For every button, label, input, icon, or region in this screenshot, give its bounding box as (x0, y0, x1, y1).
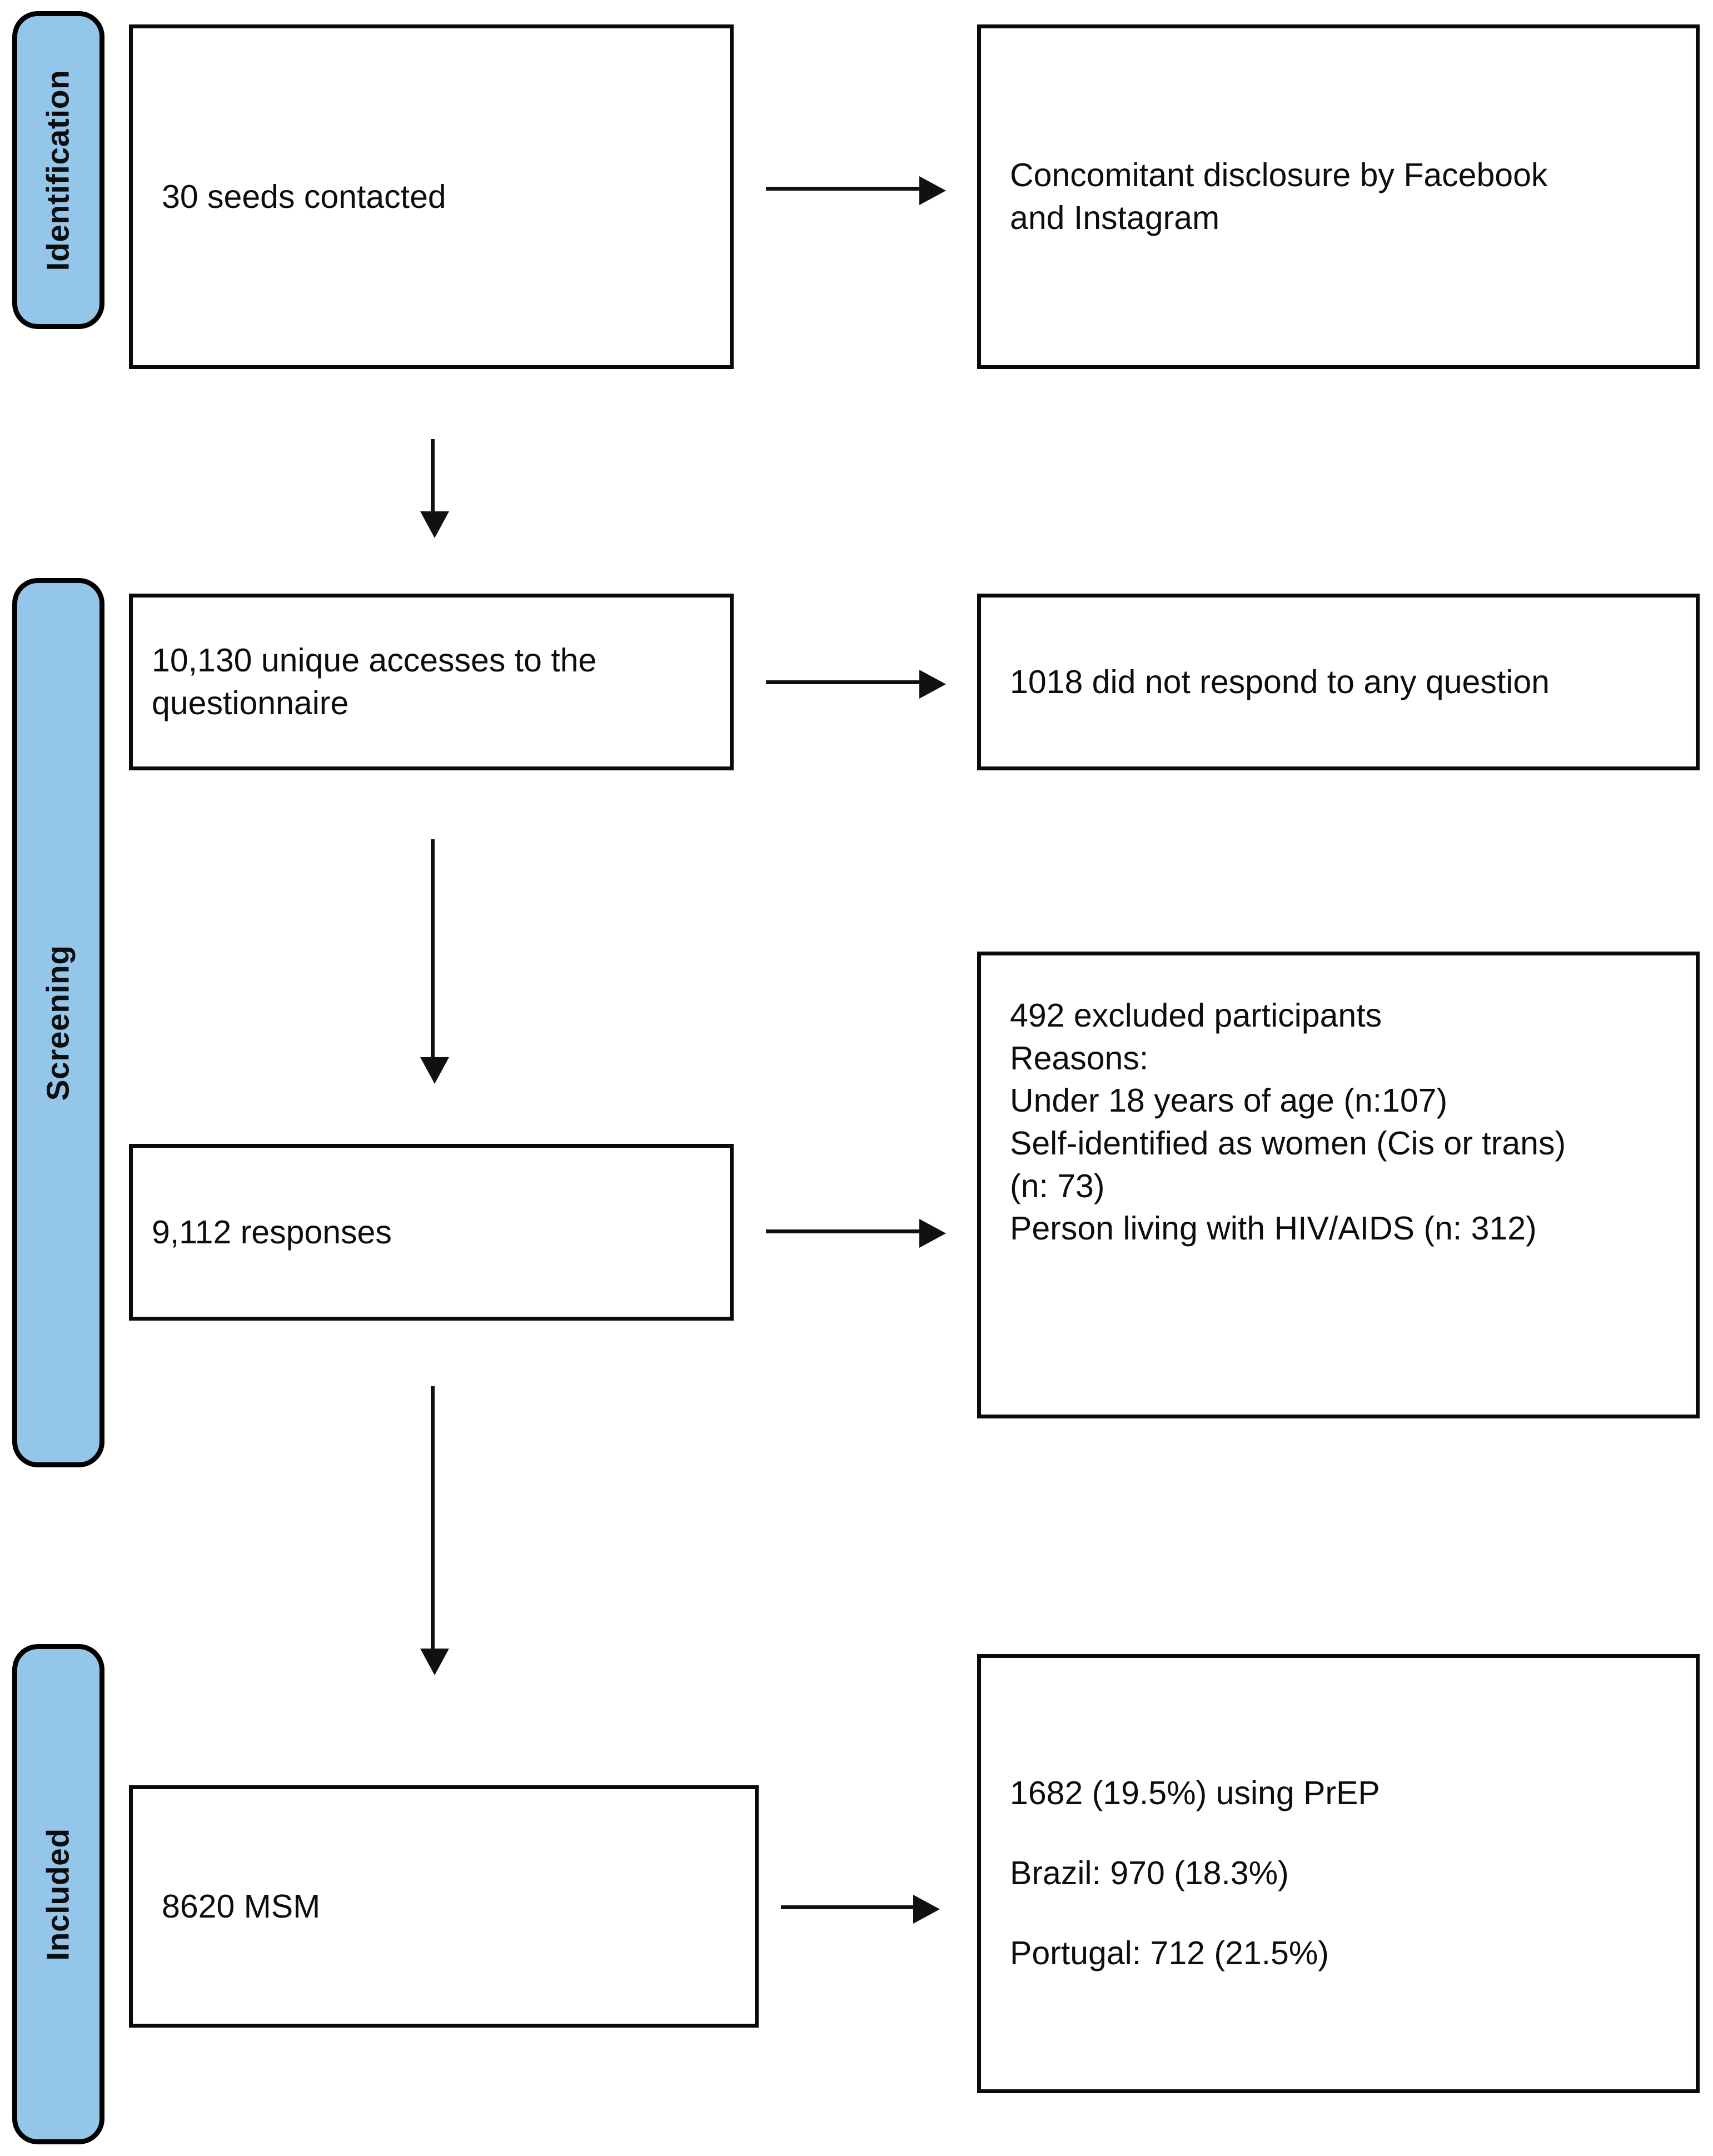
box-prep-results-text: 1682 (19.5%) using PrEP Brazil: 970 (18.… (1010, 1775, 1380, 1971)
stage-pill-identification: Identification (12, 11, 104, 329)
box-excluded-participants: 492 excluded participants Reasons: Under… (977, 952, 1700, 1418)
box-included-msm: 8620 MSM (129, 1785, 759, 2028)
arrow-seeds-to-accesses (420, 439, 449, 538)
arrow-responses-to-excluded (766, 1219, 946, 1248)
arrow-msm-to-prep-results (781, 1895, 940, 1924)
box-included-msm-text: 8620 MSM (162, 1888, 321, 1925)
arrow-accesses-to-no-response (766, 670, 946, 699)
box-unique-accesses-text: 10,130 unique accesses to the questionna… (152, 642, 597, 721)
box-seeds-contacted: 30 seeds contacted (129, 24, 734, 369)
box-excluded-participants-text: 492 excluded participants Reasons: Under… (1010, 997, 1566, 1247)
box-no-response-text: 1018 did not respond to any question (1010, 663, 1550, 700)
box-responses-text: 9,112 responses (152, 1213, 392, 1251)
box-concomitant-disclosure-text: Concomitant disclosure by Facebook and I… (1010, 157, 1548, 236)
stage-pill-screening: Screening (12, 578, 104, 1467)
box-concomitant-disclosure: Concomitant disclosure by Facebook and I… (977, 24, 1700, 369)
box-unique-accesses: 10,130 unique accesses to the questionna… (129, 594, 734, 770)
arrow-responses-to-included (420, 1386, 449, 1675)
arrow-accesses-to-responses (420, 839, 449, 1084)
stage-label-identification: Identification (40, 69, 76, 271)
arrow-seeds-to-disclosure (766, 176, 946, 205)
box-no-response: 1018 did not respond to any question (977, 594, 1700, 770)
stage-label-included: Included (40, 1828, 76, 1961)
stage-pill-included: Included (12, 1644, 104, 2144)
box-seeds-contacted-text: 30 seeds contacted (162, 178, 446, 215)
stage-label-screening: Screening (40, 944, 76, 1101)
box-responses: 9,112 responses (129, 1144, 734, 1321)
box-prep-results: 1682 (19.5%) using PrEP Brazil: 970 (18.… (977, 1654, 1700, 2093)
